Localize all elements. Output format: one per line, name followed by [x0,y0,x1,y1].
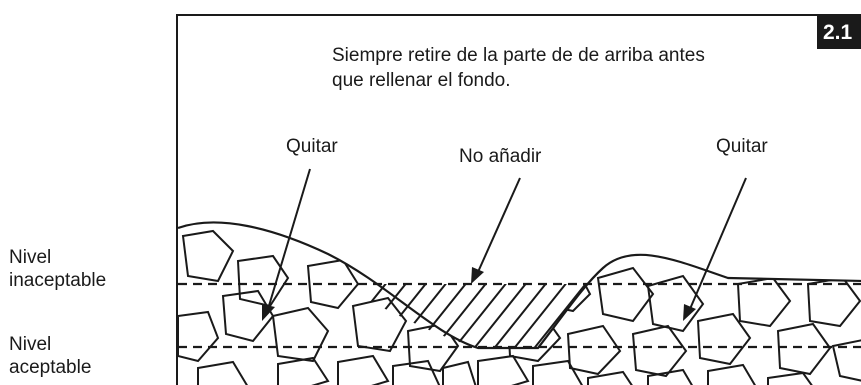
unacceptable-level-label-line-1: Nivel [9,247,52,268]
remove-right-arrowhead [683,304,696,321]
acceptable-level-label-line-1: Nivel [9,334,52,355]
gravel-cross-section-drawing [178,168,861,385]
callout-arrows [262,168,747,321]
remove-left-arrow [267,168,311,310]
remove-left-arrowhead [262,304,275,321]
ground-surface-line [178,221,861,350]
do-not-add-hatched-area [333,284,588,348]
unacceptable-level-label-line-2: inaceptable [9,270,107,291]
figure-panel: 2.1 Siempre retire de la parte de de arr… [176,14,861,385]
figure-number-badge: 2.1 [817,16,861,49]
remove-right-arrow [689,177,747,310]
instruction-line-1: Siempre retire de la parte de de arriba … [332,45,705,66]
do-not-add-arrowhead [471,267,484,284]
gravel-stones [178,229,861,385]
unacceptable-level-label: Nivel inaceptable [9,246,106,292]
do-not-add-arrow [477,177,521,273]
remove-left-callout: Quitar [286,136,338,157]
do-not-add-callout: No añadir [459,146,542,167]
acceptable-level-label: Nivel aceptable [9,333,91,379]
acceptable-level-label-line-2: aceptable [9,357,92,378]
remove-right-callout: Quitar [716,136,768,157]
instruction-line-2: que rellenar el fondo. [332,70,511,91]
instruction-text: Siempre retire de la parte de de arriba … [332,43,832,93]
